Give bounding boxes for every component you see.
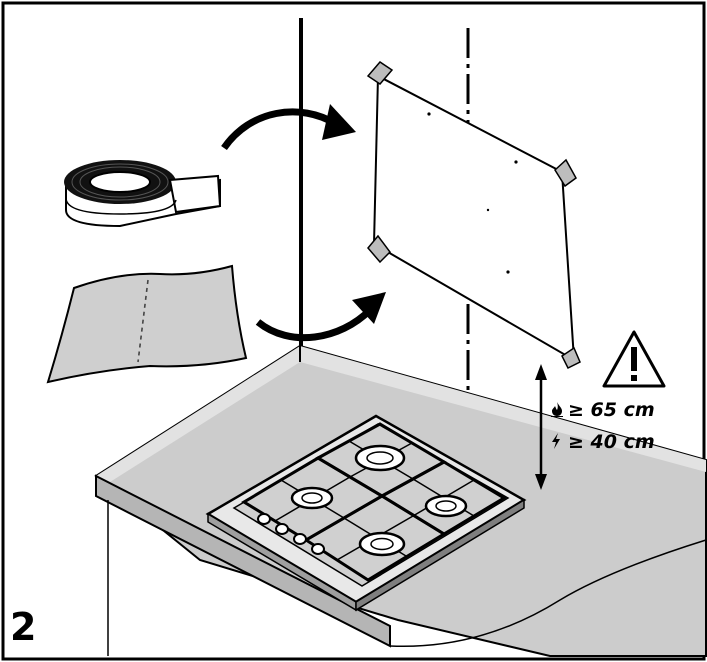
tape-pieces (366, 61, 581, 370)
tape-roll-icon (64, 160, 222, 228)
electric-hob-distance: ≥ 40 cm (550, 433, 655, 452)
protective-cloth-icon (46, 264, 248, 384)
warning-icon (602, 330, 666, 388)
gas-hob (205, 414, 527, 612)
arrow-tape-to-template (221, 104, 356, 151)
distance-arrow (535, 364, 547, 490)
gas-distance-label: ≥ 65 cm (568, 399, 655, 421)
arrow-cloth-to-template (255, 292, 386, 342)
electric-distance-label: ≥ 40 cm (568, 431, 655, 453)
step-number: 2 (10, 605, 37, 649)
hob-knobs (257, 513, 325, 555)
gas-hob-distance: ≥ 65 cm (550, 401, 655, 420)
drilling-template (372, 74, 576, 362)
